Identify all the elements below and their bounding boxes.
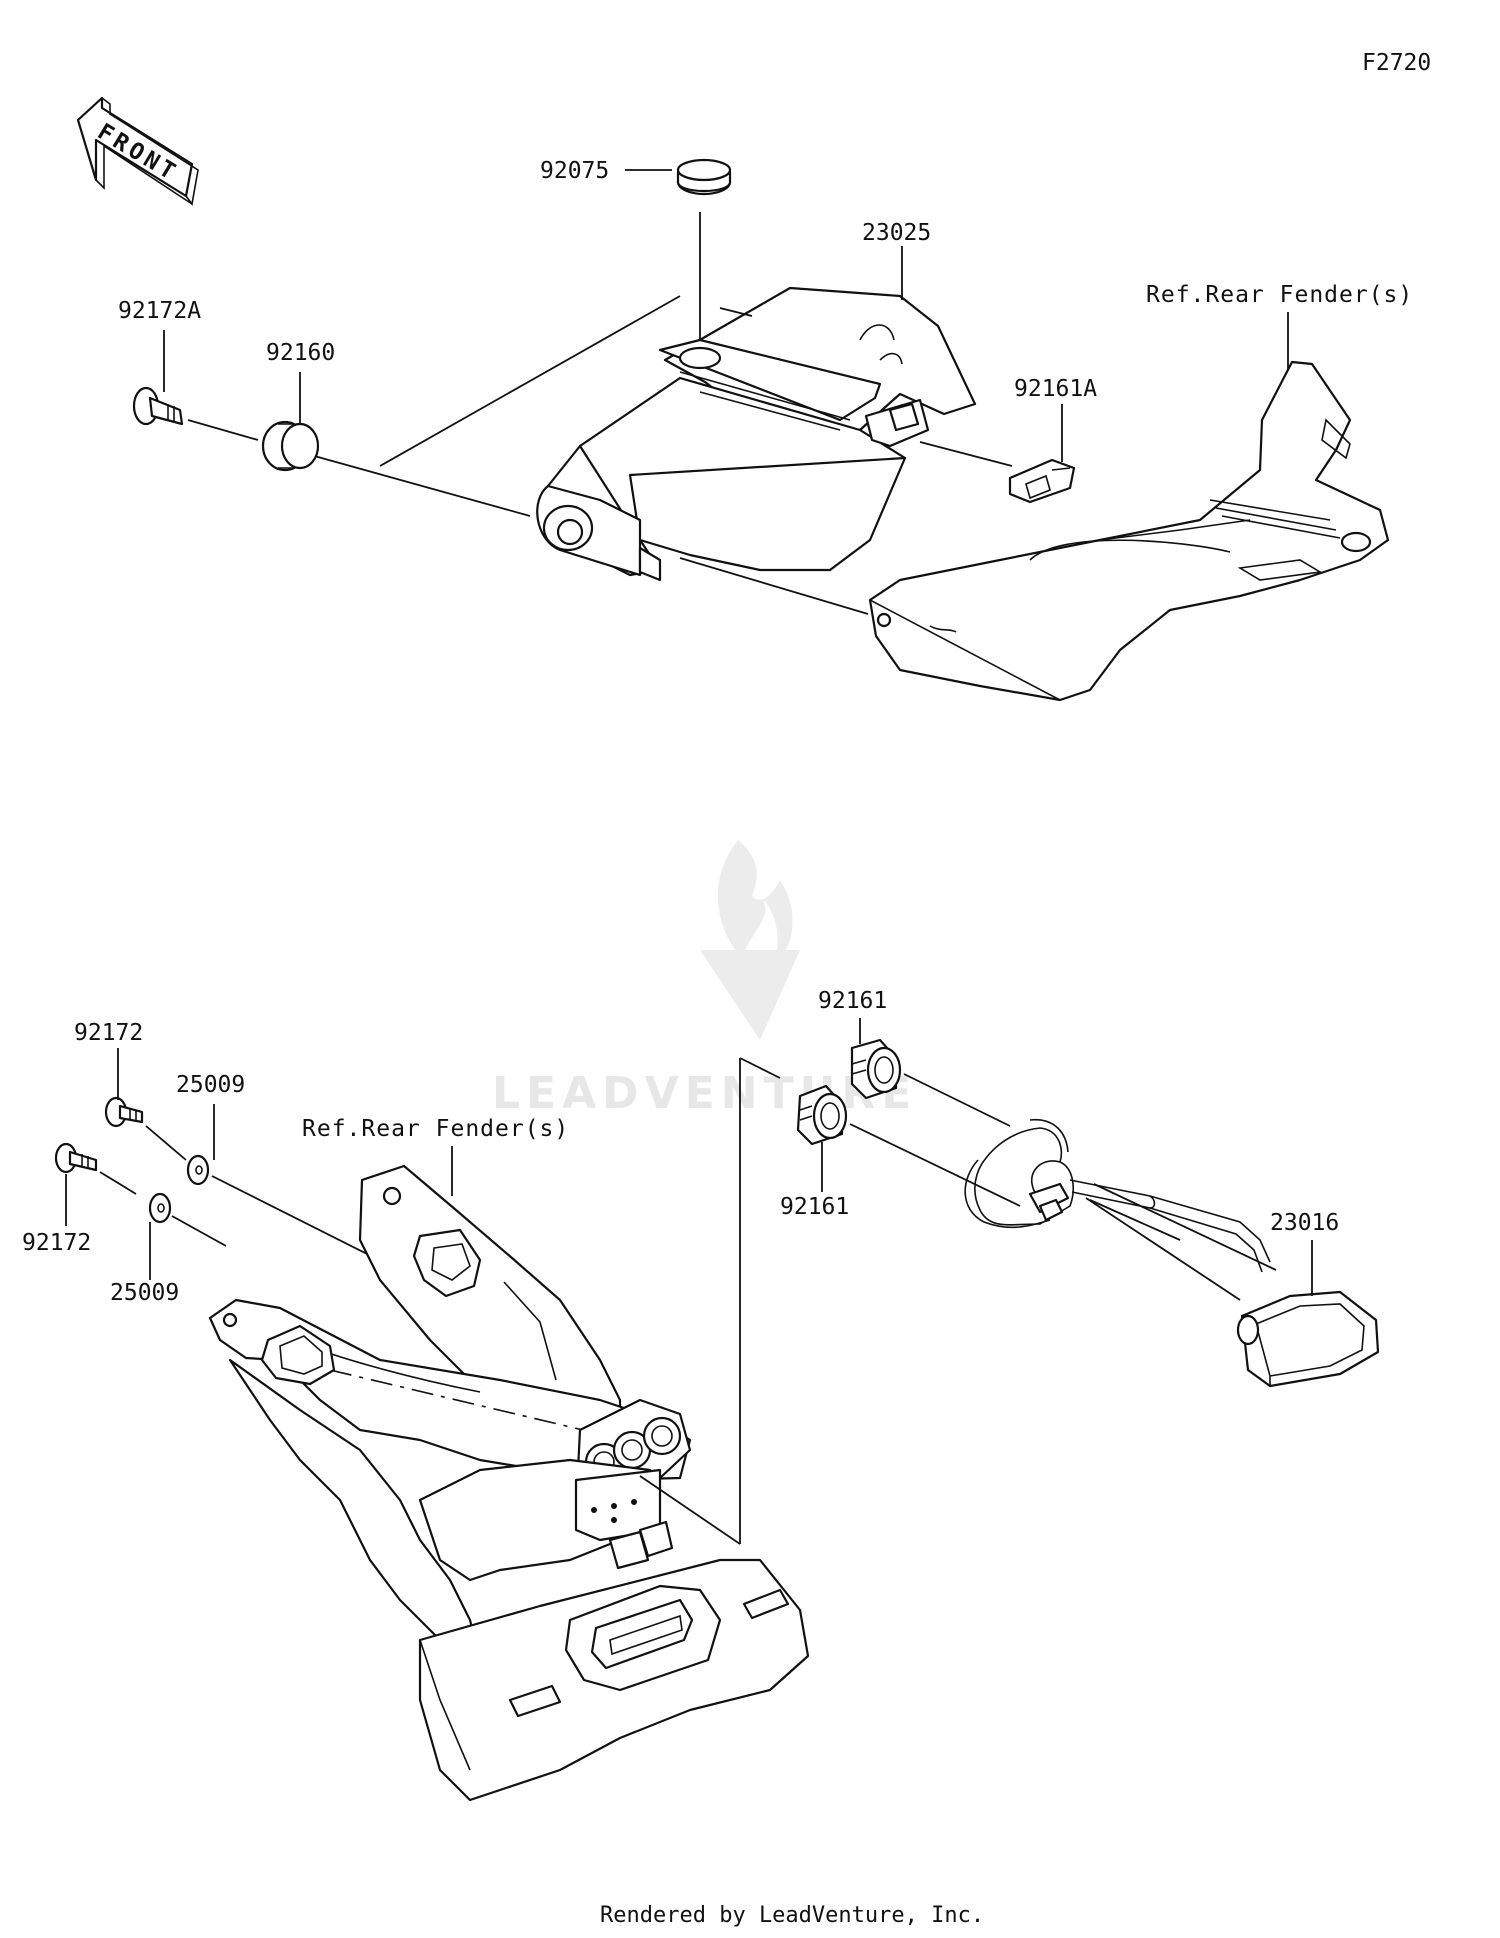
ref-rear-fender-upper-label: Ref.Rear Fender(s) [1146,282,1413,308]
grommet-92160 [261,420,320,472]
part-label-92172-bottom: 92172 [22,1230,91,1256]
ref-rear-fender-lower-label: Ref.Rear Fender(s) [302,1116,569,1142]
license-lamp-23016 [964,1119,1380,1388]
part-label-25009-bottom: 25009 [110,1280,179,1306]
part-label-92172a: 92172A [118,298,201,324]
ref-rear-fender-upper [868,360,1390,702]
washer-25009-top [186,1154,210,1186]
footer-credit: Rendered by LeadVenture, Inc. [600,1903,984,1928]
part-label-23025: 23025 [862,220,931,246]
bolt-92172-bottom [54,1142,98,1174]
watermark-v-icon [700,950,800,1040]
clip-92161a [1008,458,1076,504]
bracket-23025 [536,286,977,582]
washer-25009-bottom [148,1192,172,1224]
grommet-92161-top [850,1038,902,1100]
part-label-23016: 23016 [1270,1210,1339,1236]
part-label-92161-top: 92161 [818,988,887,1014]
front-arrow-icon: FRONT [76,96,199,206]
part-label-92172-top: 92172 [74,1020,143,1046]
watermark-flame-icon [717,840,793,968]
part-label-92075: 92075 [540,158,609,184]
grommet-92075 [676,158,732,196]
ref-rear-fender-lower [208,1164,810,1802]
watermark: LEADVENTURE [492,840,911,1119]
bolt-92172-top [104,1096,144,1128]
part-label-92161a: 92161A [1014,376,1097,402]
diagram-code: F2720 [1362,50,1431,76]
grommet-92161-bottom [796,1084,848,1146]
bolt-92172a [132,386,184,426]
part-label-25009-top: 25009 [176,1072,245,1098]
part-label-92161-bottom: 92161 [780,1194,849,1220]
part-label-92160: 92160 [266,340,335,366]
